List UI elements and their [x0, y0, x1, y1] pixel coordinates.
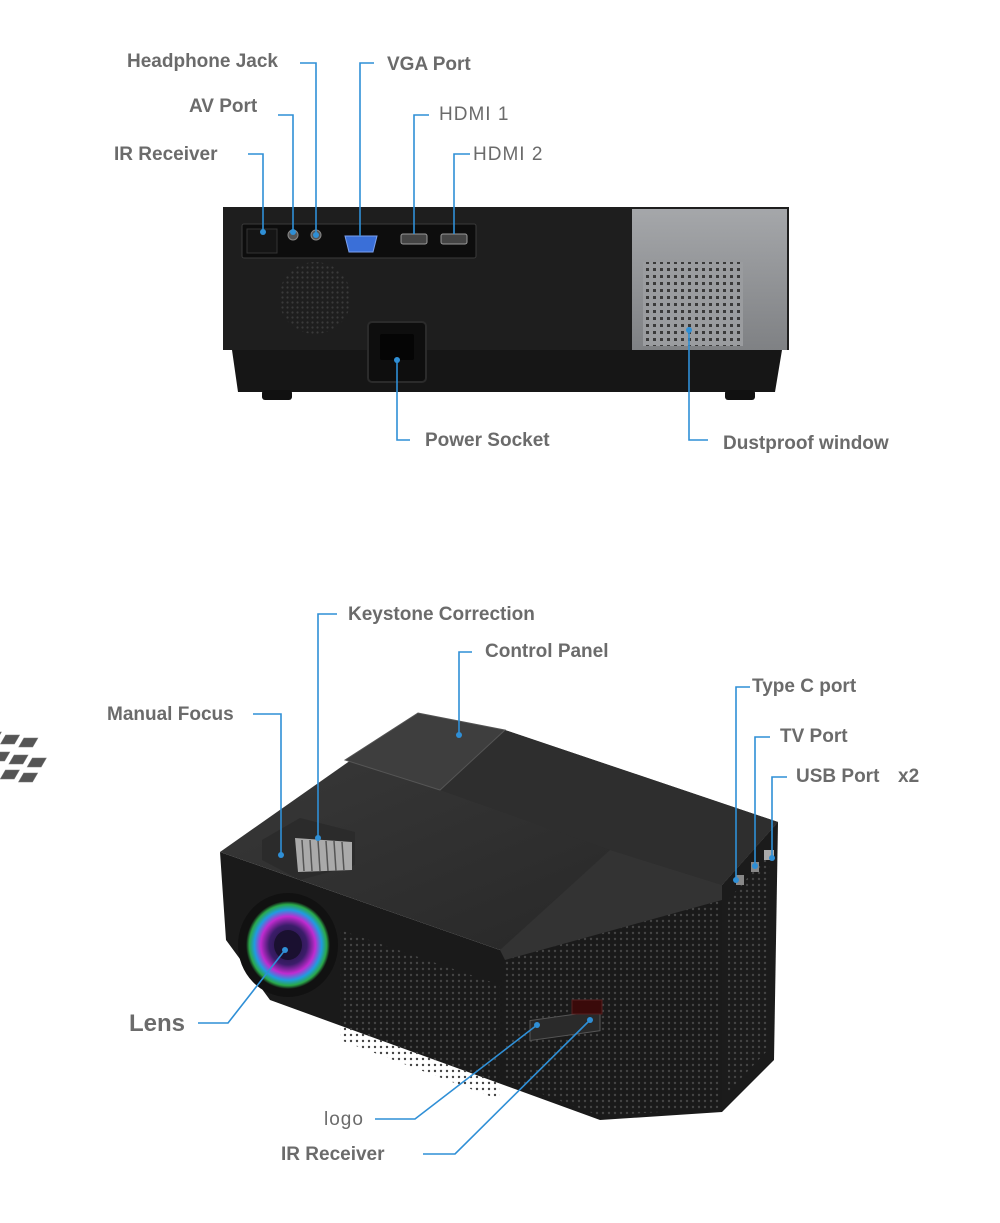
label-keystone-correction: Keystone Correction: [348, 604, 535, 625]
hdmi2-connector: [440, 233, 468, 245]
dot-dustproof-window: [686, 327, 692, 333]
label-headphone-jack: Headphone Jack: [127, 51, 278, 72]
control-panel-buttons: [0, 731, 47, 783]
power-socket: [380, 334, 414, 360]
label-dustproof-window: Dustproof window: [723, 433, 889, 454]
leader-vga-port: [359, 62, 374, 236]
back-view-leader-lines: [248, 62, 708, 441]
label-lens: Lens: [129, 1010, 186, 1037]
dot-power-socket: [394, 357, 400, 363]
dot-front-ir: [587, 1017, 593, 1023]
leader-tv-port: [754, 736, 770, 866]
manual-focus-wheel: [295, 838, 352, 872]
leader-keystone-correction: [317, 613, 337, 838]
leader-lens: [198, 949, 286, 1024]
front-ir-receiver-window: [571, 999, 603, 1015]
leader-power-socket: [396, 360, 410, 441]
front-control-panel: [343, 712, 507, 791]
label-back-ir-receiver: IR Receiver: [114, 144, 218, 165]
leader-hdmi1: [413, 114, 429, 234]
front-view-leader-lines: [198, 613, 787, 1155]
hdmi1-connector: [400, 233, 428, 245]
leader-type-c-port: [735, 686, 750, 880]
front-view-projector: [0, 712, 778, 1120]
dot-keystone: [315, 835, 321, 841]
back-body-base: [232, 350, 782, 392]
dot-manual-focus: [278, 852, 284, 858]
label-control-panel: Control Panel: [485, 641, 609, 662]
dustproof-window-grille: [643, 262, 743, 346]
leader-back-ir-receiver: [248, 153, 264, 232]
dot-logo: [534, 1022, 540, 1028]
lens-center: [274, 930, 302, 960]
label-hdmi2: HDMI 2: [473, 144, 544, 165]
leader-control-panel: [458, 651, 472, 735]
back-view-projector: [223, 207, 789, 400]
label-usb-port: USB Port: [796, 766, 880, 787]
back-foot-right: [725, 390, 755, 400]
label-power-socket: Power Socket: [425, 430, 550, 451]
leader-usb-port: [771, 776, 787, 858]
label-logo: logo: [324, 1109, 364, 1130]
dot-type-c: [733, 877, 739, 883]
dot-usb-port: [769, 855, 775, 861]
dot-av-port: [290, 229, 296, 235]
label-av-port: AV Port: [189, 96, 258, 117]
front-grille-right: [505, 893, 720, 1116]
front-top-edge: [500, 850, 722, 960]
leader-manual-focus: [253, 713, 282, 855]
leader-dustproof-window: [688, 330, 708, 441]
leader-hdmi2: [453, 153, 470, 234]
dot-headphone-jack: [313, 232, 319, 238]
dot-back-ir-receiver: [260, 229, 266, 235]
leader-av-port: [278, 114, 294, 232]
back-foot-left: [262, 390, 292, 400]
type-c-port-connector: [736, 875, 744, 885]
leader-front-ir-receiver: [423, 1019, 591, 1155]
vga-connector: [344, 235, 378, 253]
manual-focus-wheel-ridges: [301, 839, 345, 872]
label-manual-focus: Manual Focus: [107, 704, 234, 725]
dot-tv-port: [752, 863, 758, 869]
usb-port-connector: [764, 850, 774, 860]
label-hdmi1: HDMI 1: [439, 104, 510, 125]
leader-headphone-jack: [300, 62, 317, 235]
front-grille-left: [340, 930, 500, 1100]
front-right-side-grille: [728, 852, 770, 1092]
leader-logo: [375, 1024, 538, 1120]
dot-lens: [282, 947, 288, 953]
front-top-panel: [440, 730, 778, 885]
back-speaker-grille: [279, 262, 351, 334]
label-front-ir-receiver: IR Receiver: [281, 1144, 385, 1165]
label-vga-port: VGA Port: [387, 54, 471, 75]
dot-control-panel: [456, 732, 462, 738]
label-usb-count: x2: [898, 766, 920, 787]
label-tv-port: TV Port: [780, 726, 848, 747]
label-type-c-port: Type C port: [752, 676, 857, 697]
